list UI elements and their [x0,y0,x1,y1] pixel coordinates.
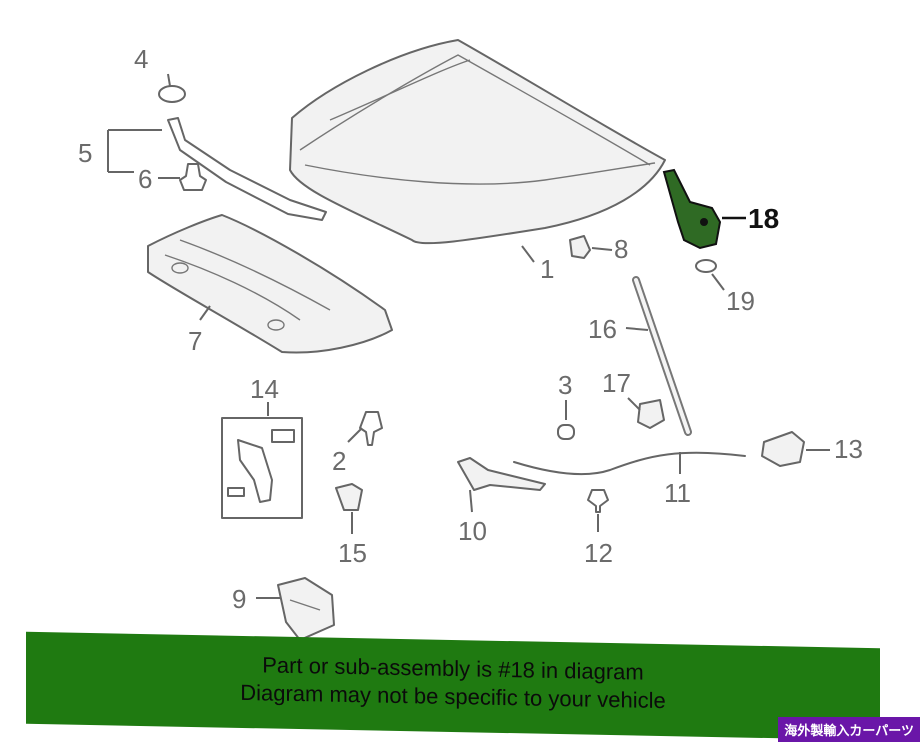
callout-4: 4 [134,44,148,74]
callout-2: 2 [332,446,346,476]
callout-14: 14 [250,374,279,404]
callout-15: 15 [338,538,367,568]
callout-1: 1 [540,254,554,284]
nut-part-19 [695,259,717,273]
cable-part-11 [513,451,746,476]
bracket-part-15 [335,483,363,511]
callout-19: 19 [726,286,755,316]
insulator-part-7 [147,214,393,354]
notice-banner: Part or sub-assembly is #18 in diagram D… [26,631,880,741]
callout-16: 16 [588,314,617,344]
bracket-part-17 [637,399,665,429]
callout-labels: 1 2 3 4 5 6 7 8 9 10 11 12 13 14 15 16 1… [78,44,863,614]
pin-clip-part-6 [179,163,207,191]
latch-part-9 [277,577,335,641]
bumper-part-3 [557,424,575,440]
seal-part-5 [167,117,327,221]
hood-part [289,39,666,245]
hinge-part-18-highlighted [662,168,722,250]
callout-10: 10 [458,516,487,546]
callout-3: 3 [558,370,572,400]
callout-5: 5 [78,138,92,168]
bracket-part-8 [569,235,591,259]
leader-lines [107,73,830,599]
callout-7: 7 [188,326,202,356]
clip-part-12 [587,489,609,513]
watermark-label: 海外製輸入カーパーツ [778,717,920,742]
callout-18: 18 [748,203,779,234]
callout-8: 8 [614,234,628,264]
callout-9: 9 [232,584,246,614]
lever-part-13 [761,431,805,467]
support-rod-part-16 [632,276,692,436]
grommet-part-4 [158,85,186,103]
handle-part-10 [457,457,546,491]
callout-11: 11 [664,478,691,508]
callout-17: 17 [602,368,631,398]
callout-6: 6 [138,164,152,194]
hinge-box-part-14 [221,417,303,519]
callout-13: 13 [834,434,863,464]
clip-part-2 [359,411,383,446]
callout-12: 12 [584,538,613,568]
